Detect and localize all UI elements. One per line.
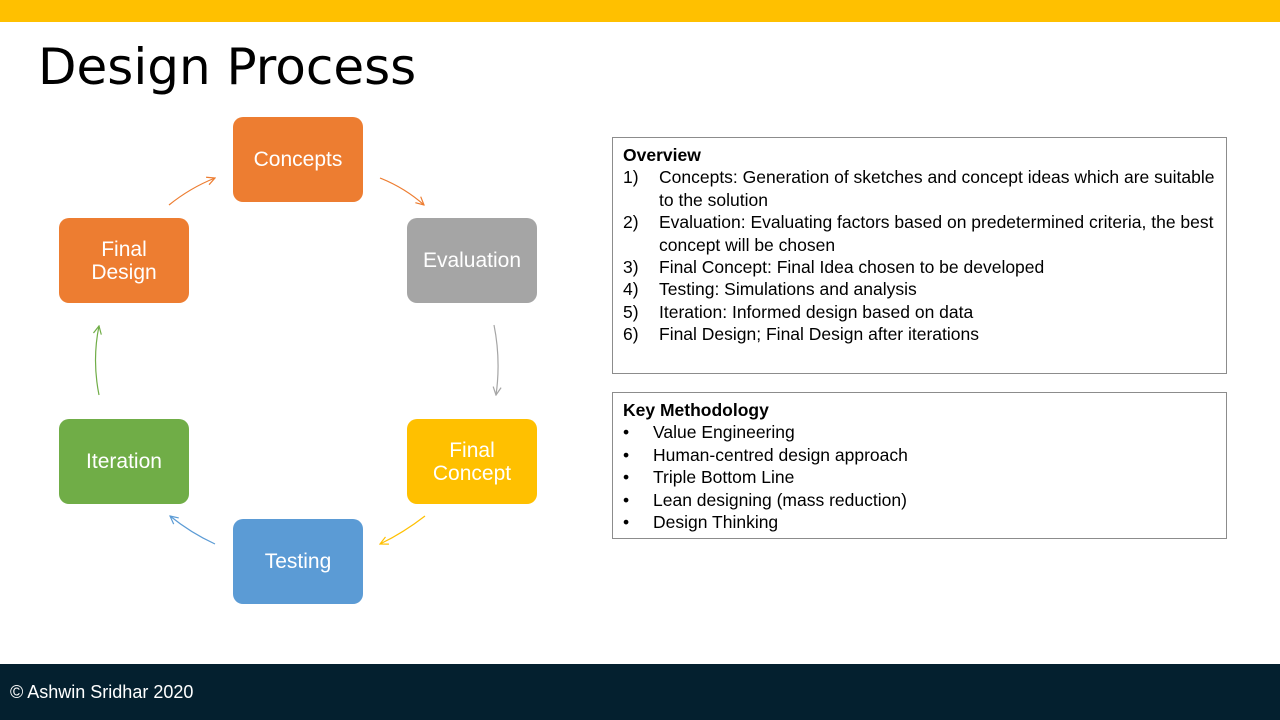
overview-item: 6) Final Design; Final Design after iter… (623, 323, 1216, 345)
bullet-icon: • (623, 467, 630, 488)
node-concepts-label: Concepts (253, 148, 343, 171)
page-title: Design Process (38, 38, 417, 96)
node-final-concept-line-1: Final (449, 438, 495, 462)
overview-item-text: Testing: Simulations and analysis (659, 279, 917, 300)
overview-item-number: 2) (623, 212, 639, 233)
overview-item: 4) Testing: Simulations and analysis (623, 278, 1216, 300)
footer-copyright: © Ashwin Sridhar 2020 (0, 664, 1280, 720)
overview-item-text: Final Concept: Final Idea chosen to be d… (659, 257, 1045, 278)
overview-item-number: 5) (623, 301, 639, 322)
overview-item-text: Evaluation: Evaluating factors based on … (659, 212, 1214, 255)
methodology-item-text: Design Thinking (653, 512, 779, 533)
methodology-item-text: Triple Bottom Line (653, 467, 795, 488)
bullet-icon: • (623, 444, 630, 465)
node-evaluation: Evaluation (407, 218, 537, 303)
node-final-concept-line-2: Concept (432, 461, 512, 485)
methodology-item-text: Human-centred design approach (653, 444, 908, 465)
bullet-icon: • (623, 512, 630, 533)
overview-item-number: 6) (623, 324, 639, 345)
arrow-testing-to-iteration (170, 516, 216, 545)
node-testing: Testing (233, 519, 363, 604)
node-final-design-line-2: Design (91, 260, 157, 284)
overview-item: 2) Evaluation: Evaluating factors based … (623, 211, 1216, 256)
methodology-item: • Human-centred design approach (623, 444, 1216, 466)
node-testing-label: Testing (264, 550, 332, 573)
node-iteration-label: Iteration (86, 450, 162, 473)
overview-item: 5) Iteration: Informed design based on d… (623, 301, 1216, 323)
node-final-design: Final Design (59, 218, 189, 303)
methodology-item: • Triple Bottom Line (623, 466, 1216, 488)
methodology-item: • Design Thinking (623, 511, 1216, 533)
methodology-item: • Lean designing (mass reduction) (623, 489, 1216, 511)
overview-item-number: 3) (623, 257, 639, 278)
node-iteration: Iteration (59, 419, 189, 504)
methodology-panel: Key Methodology • Value Engineering • Hu… (612, 392, 1227, 539)
arrow-iteration-to-final-design (96, 326, 100, 396)
arrow-final-concept-to-testing (380, 515, 426, 544)
overview-item: 3) Final Concept: Final Idea chosen to b… (623, 256, 1216, 278)
overview-item-number: 1) (623, 167, 639, 188)
top-accent-bar (0, 0, 1280, 22)
overview-item-number: 4) (623, 279, 639, 300)
bullet-icon: • (623, 422, 630, 443)
arrow-evaluation-to-final-concept (494, 324, 498, 395)
arrow-final-design-to-concepts (168, 178, 215, 206)
node-concepts: Concepts (233, 117, 363, 202)
methodology-item-text: Lean designing (mass reduction) (653, 489, 907, 510)
overview-item-text: Iteration: Informed design based on data (659, 301, 974, 322)
node-final-concept: Final Concept (407, 419, 537, 504)
overview-item-text: Final Design; Final Design after iterati… (659, 324, 980, 345)
overview-item: 1) Concepts: Generation of sketches and … (623, 166, 1216, 211)
bullet-icon: • (623, 489, 630, 510)
methodology-heading: Key Methodology (623, 400, 769, 420)
methodology-item-text: Value Engineering (653, 422, 795, 443)
overview-item-text: Concepts: Generation of sketches and con… (659, 167, 1215, 210)
node-final-design-line-1: Final (101, 237, 147, 261)
methodology-item: • Value Engineering (623, 421, 1216, 443)
node-evaluation-label: Evaluation (422, 249, 522, 272)
arrow-concepts-to-evaluation (379, 177, 424, 205)
overview-panel: Overview 1) Concepts: Generation of sket… (612, 137, 1227, 374)
overview-heading: Overview (623, 145, 701, 165)
